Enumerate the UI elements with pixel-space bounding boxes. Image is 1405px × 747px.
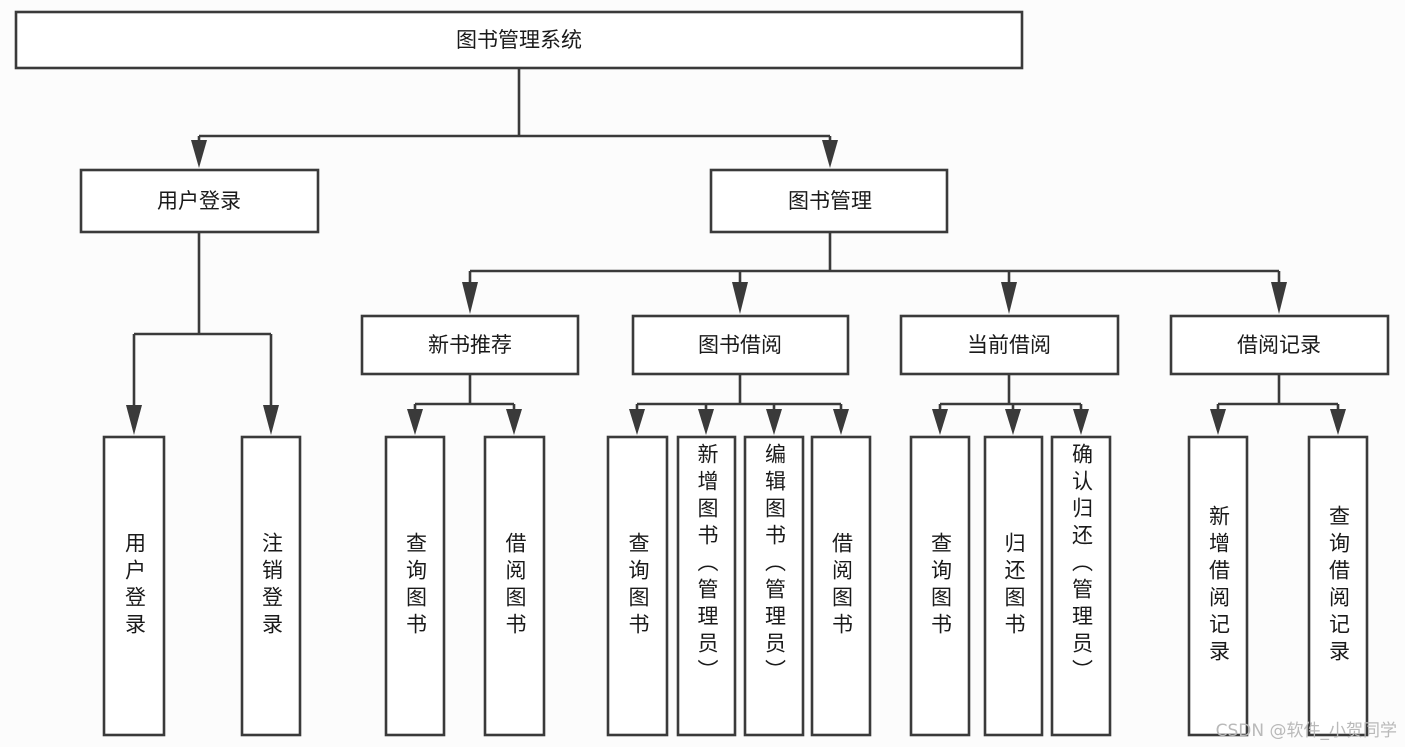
node-leaf-return-book-box[interactable]: [983, 435, 1044, 737]
node-leaf-return-book-label: 归还图书: [1002, 532, 1026, 640]
node-leaf-query-book-1-label: 查询图书: [403, 532, 428, 640]
node-leaf-edit-book[interactable]: [743, 435, 805, 737]
arrow-to-current-borrow: [1001, 282, 1017, 314]
node-leaf-borrow-book-2-box[interactable]: [810, 435, 872, 737]
node-leaf-logout-login[interactable]: [240, 435, 302, 737]
node-leaf-query-book-3-box[interactable]: [909, 435, 971, 737]
arrow-leaf-user-login: [126, 405, 142, 435]
node-leaf-query-record-textwrap: 查询借阅记录: [1326, 505, 1351, 667]
arrow-leaf-query-book-2: [629, 409, 645, 435]
edge-group: [126, 68, 1346, 435]
node-borrow-records-label: 借阅记录: [1237, 333, 1321, 357]
node-leaf-user-login-textwrap: 用户登录: [122, 532, 147, 640]
node-leaf-add-book-label: 新增图书（管理员）: [695, 443, 719, 686]
arrow-leaf-query-book-3: [932, 409, 948, 435]
node-leaf-query-book-3-label: 查询图书: [928, 532, 953, 640]
node-leaf-borrow-book-2-textwrap: 借阅图书: [829, 532, 854, 640]
node-current-borrow[interactable]: 当前借阅: [899, 314, 1120, 376]
node-leaf-logout-login-label: 注销登录: [259, 532, 284, 640]
node-leaf-confirm-return-textwrap: 确认归还（管理员）: [1069, 443, 1094, 686]
node-leaf-return-book[interactable]: [983, 435, 1044, 737]
node-leaf-query-book-2[interactable]: [606, 435, 669, 737]
node-borrow-records[interactable]: 借阅记录: [1169, 314, 1390, 376]
node-leaf-query-book-3-textwrap: 查询图书: [928, 532, 953, 640]
node-leaf-edit-book-textwrap: 编辑图书（管理员）: [762, 443, 787, 686]
node-new-book-recommend-label: 新书推荐: [428, 333, 512, 357]
node-leaf-query-record[interactable]: [1307, 435, 1369, 737]
arrow-leaf-borrow-book-2: [833, 409, 849, 435]
node-leaf-user-login-label: 用户登录: [122, 532, 147, 640]
node-leaf-query-book-2-textwrap: 查询图书: [626, 532, 650, 640]
arrow-leaf-query-record: [1330, 409, 1346, 435]
arrow-leaf-confirm-return: [1073, 409, 1089, 435]
node-leaf-confirm-return-box[interactable]: [1050, 435, 1112, 737]
node-book-borrow-label: 图书借阅: [698, 333, 782, 357]
node-current-borrow-box[interactable]: [899, 314, 1120, 376]
node-leaf-query-book-1[interactable]: [384, 435, 446, 737]
node-root[interactable]: 图书管理系统: [14, 10, 1024, 70]
node-leaf-logout-login-textwrap: 注销登录: [259, 532, 284, 640]
node-leaf-add-record-box[interactable]: [1187, 435, 1249, 737]
node-leaf-borrow-book-2[interactable]: [810, 435, 872, 737]
arrow-leaf-edit-book: [766, 409, 782, 435]
node-book-management-label: 图书管理: [788, 189, 872, 213]
node-leaf-query-book-1-box[interactable]: [384, 435, 446, 737]
arrow-to-borrow-records: [1271, 282, 1287, 314]
node-new-book-recommend-box[interactable]: [360, 314, 580, 376]
node-root-label: 图书管理系统: [456, 28, 582, 52]
node-leaf-add-book[interactable]: [676, 435, 737, 737]
node-leaf-query-book-3[interactable]: [909, 435, 971, 737]
node-book-borrow-box[interactable]: [631, 314, 850, 376]
node-leaf-user-login-box[interactable]: [102, 435, 166, 737]
node-book-borrow[interactable]: 图书借阅: [631, 314, 850, 376]
node-book-management-box[interactable]: [709, 168, 949, 234]
node-root-box[interactable]: [14, 10, 1024, 70]
node-leaf-user-login[interactable]: [102, 435, 166, 737]
node-leaf-edit-book-label: 编辑图书（管理员）: [762, 443, 787, 686]
node-leaf-confirm-return[interactable]: [1050, 435, 1112, 737]
arrow-to-book-management: [822, 140, 838, 168]
node-leaf-add-book-textwrap: 新增图书（管理员）: [695, 443, 719, 686]
node-leaf-query-book-2-label: 查询图书: [626, 532, 650, 640]
arrow-to-new-book-recommend: [462, 282, 478, 314]
arrow-leaf-add-record: [1210, 409, 1226, 435]
arrow-to-user-login: [191, 140, 207, 168]
node-book-management[interactable]: 图书管理: [709, 168, 949, 234]
node-leaf-query-book-1-textwrap: 查询图书: [403, 532, 428, 640]
node-leaf-borrow-book-1-box[interactable]: [483, 435, 546, 737]
node-leaf-borrow-book-1[interactable]: [483, 435, 546, 737]
node-borrow-records-box[interactable]: [1169, 314, 1390, 376]
node-leaf-add-book-box[interactable]: [676, 435, 737, 737]
node-leaf-add-record-label: 新增借阅记录: [1206, 505, 1231, 667]
node-new-book-recommend[interactable]: 新书推荐: [360, 314, 580, 376]
node-leaf-confirm-return-label: 确认归还（管理员）: [1069, 443, 1094, 686]
node-leaf-add-record-textwrap: 新增借阅记录: [1206, 505, 1231, 667]
node-leaf-query-record-label: 查询借阅记录: [1326, 505, 1351, 667]
node-leaf-add-record[interactable]: [1187, 435, 1249, 737]
arrow-to-book-borrow: [732, 282, 748, 314]
node-leaf-borrow-book-1-label: 借阅图书: [503, 532, 527, 640]
node-leaf-edit-book-box[interactable]: [743, 435, 805, 737]
node-current-borrow-label: 当前借阅: [967, 333, 1051, 357]
arrow-leaf-borrow-book-1: [506, 409, 522, 435]
node-leaf-query-record-box[interactable]: [1307, 435, 1369, 737]
node-leaf-return-book-textwrap: 归还图书: [1002, 532, 1026, 640]
arrow-leaf-return-book: [1005, 409, 1021, 435]
node-leaf-borrow-book-2-label: 借阅图书: [829, 532, 854, 640]
arrow-leaf-query-book-1: [407, 409, 423, 435]
node-user-login-box[interactable]: [79, 168, 320, 234]
node-leaf-logout-login-box[interactable]: [240, 435, 302, 737]
arrow-leaf-logout-login: [263, 405, 279, 435]
node-leaf-borrow-book-1-textwrap: 借阅图书: [503, 532, 527, 640]
arrow-leaf-add-book: [698, 409, 714, 435]
node-user-login[interactable]: 用户登录: [79, 168, 320, 234]
node-leaf-query-book-2-box[interactable]: [606, 435, 669, 737]
node-user-login-label: 用户登录: [157, 189, 241, 213]
